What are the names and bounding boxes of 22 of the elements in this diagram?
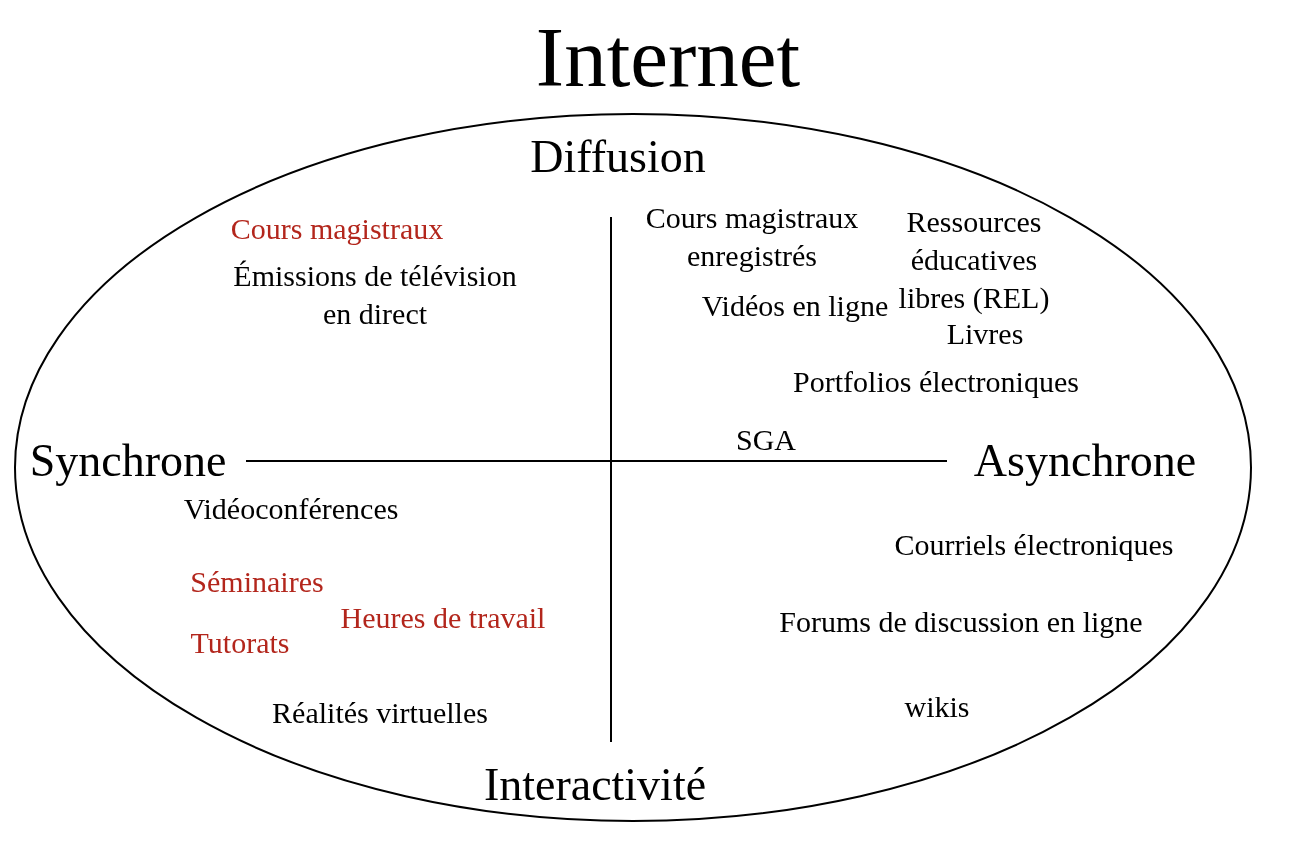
item-label: Heures de travail	[340, 600, 546, 636]
axis-label: Interactivité	[483, 762, 707, 808]
item-label: Ressources éducatives libres (REL)	[897, 204, 1051, 316]
item-label: Vidéoconférences	[183, 491, 399, 527]
item-label: Forums de discussion en ligne	[779, 604, 1143, 640]
item-label: Émissions de télévision en direct	[232, 258, 518, 332]
item-label: wikis	[904, 689, 970, 725]
item-label: SGA	[736, 422, 796, 458]
item-label: Séminaires	[190, 564, 324, 600]
item-label: Tutorats	[190, 625, 290, 661]
axis-label: Asynchrone	[973, 438, 1197, 484]
item-label: Courriels électroniques	[894, 527, 1174, 563]
axis-label: Diffusion	[530, 134, 706, 180]
item-label: Vidéos en ligne	[701, 288, 889, 324]
diagram-title: Internet	[535, 13, 801, 101]
item-label: Livres	[946, 316, 1024, 352]
item-label: Réalités virtuelles	[272, 695, 488, 731]
item-label: Cours magistraux	[230, 211, 444, 247]
ellipse-outline	[14, 113, 1252, 822]
item-label: Cours magistraux enregistrés	[644, 200, 860, 274]
item-label: Portfolios électroniques	[793, 364, 1079, 400]
axis-label: Synchrone	[29, 438, 227, 484]
